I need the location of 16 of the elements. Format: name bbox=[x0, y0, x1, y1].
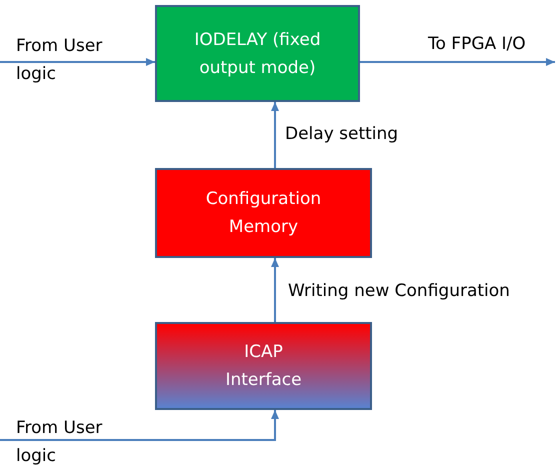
arrow bbox=[360, 58, 555, 66]
arrow bbox=[271, 258, 279, 322]
edge-label: From User logic bbox=[16, 35, 104, 86]
edge-label: From User logic bbox=[16, 417, 104, 465]
arrow bbox=[0, 410, 279, 441]
edge-label: Writing new Configuration bbox=[288, 280, 511, 303]
box-label: IODELAY (fixed output mode) bbox=[193, 28, 322, 80]
process-box bbox=[155, 322, 372, 410]
arrow bbox=[0, 58, 155, 66]
arrow bbox=[271, 102, 279, 168]
box-label: Configuration Memory bbox=[204, 188, 322, 239]
process-box bbox=[155, 5, 360, 102]
edge-label: To FPGA I/O bbox=[428, 33, 527, 56]
edge-label: Delay setting bbox=[285, 123, 400, 146]
box-label: ICAP Interface bbox=[224, 341, 303, 392]
process-box bbox=[155, 168, 372, 258]
